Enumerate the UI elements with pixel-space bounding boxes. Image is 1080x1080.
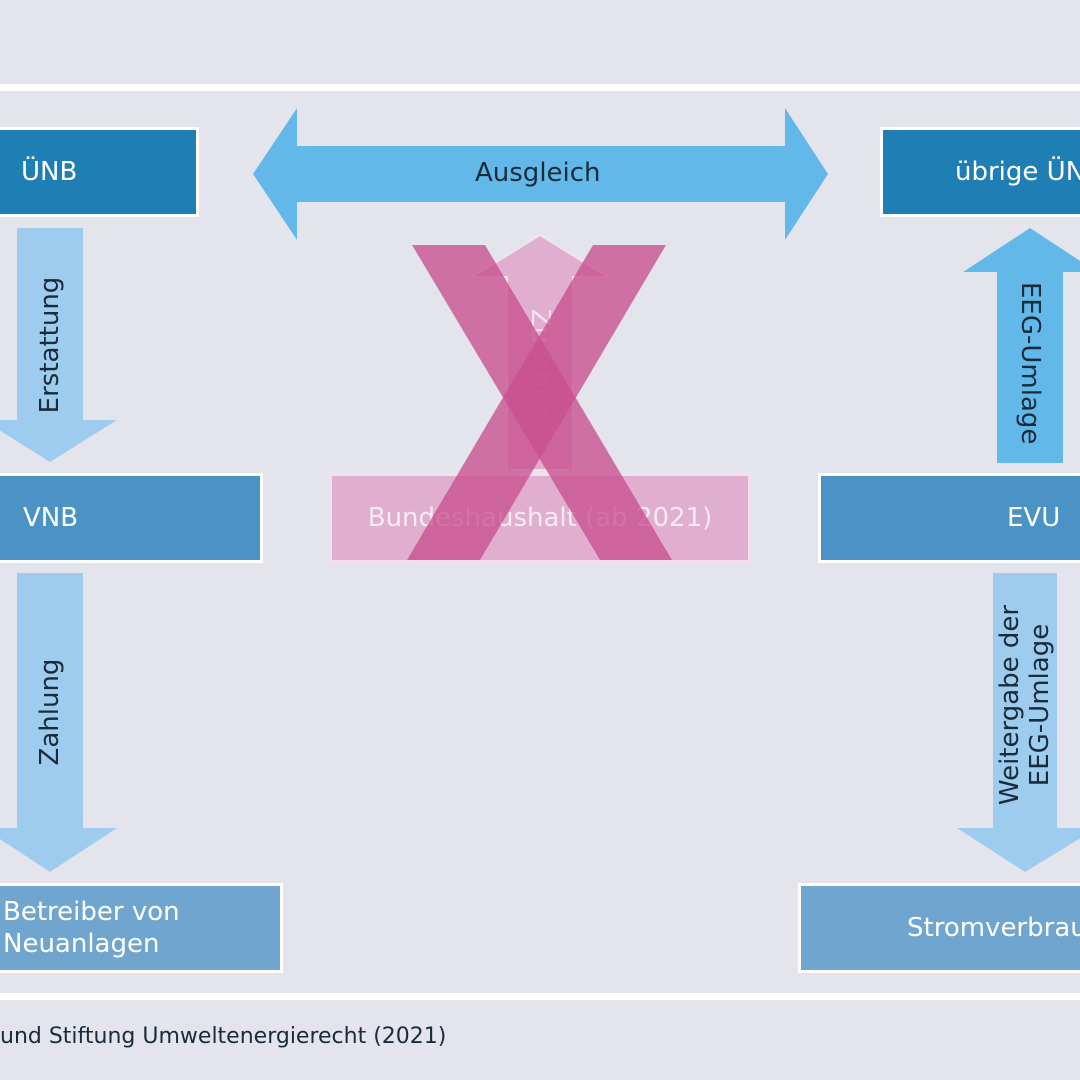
source-note: und Stiftung Umweltenergierecht (2021) <box>0 1024 447 1049</box>
stromverbraucher-label: Stromverbraucher <box>907 913 1080 943</box>
ausgleich-label: Ausgleich <box>475 158 601 188</box>
uenb-label: ÜNB <box>21 157 78 187</box>
evu-label: EVU <box>1007 503 1061 533</box>
uenb-box: ÜNB <box>0 127 199 217</box>
top-divider <box>0 84 1080 91</box>
bundeshaushalt-label: Bundeshaushalt (ab 2021) <box>367 503 713 533</box>
betreiber-label-line2: Neuanlagen <box>3 929 160 959</box>
weitergabe-arrow <box>957 573 1080 872</box>
ausgleich-arrow <box>253 108 828 240</box>
betreiber-label-group: Betreiber von Neuanlagen <box>0 896 180 960</box>
eeg-umlage-arrow <box>963 228 1080 463</box>
vnb-label: VNB <box>23 503 79 533</box>
vnb-box: VNB <box>0 473 263 563</box>
uebrige-uenb-box: übrige ÜNB <box>880 127 1080 217</box>
evu-box: EVU <box>818 473 1080 563</box>
uebrige-uenb-label: übrige ÜNB <box>955 157 1080 187</box>
erstattung-arrow <box>0 228 117 462</box>
cross-stroke-2 <box>407 245 666 560</box>
betreiber-label-line1: Betreiber von <box>3 897 180 927</box>
bottom-divider <box>0 993 1080 1000</box>
betreiber-box: Betreiber von Neuanlagen <box>0 883 283 973</box>
bundeshaushalt-box: Bundeshaushalt (ab 2021) <box>329 473 751 563</box>
stromverbraucher-box: Stromverbraucher <box>798 883 1080 973</box>
zahlung-arrow <box>0 573 117 872</box>
